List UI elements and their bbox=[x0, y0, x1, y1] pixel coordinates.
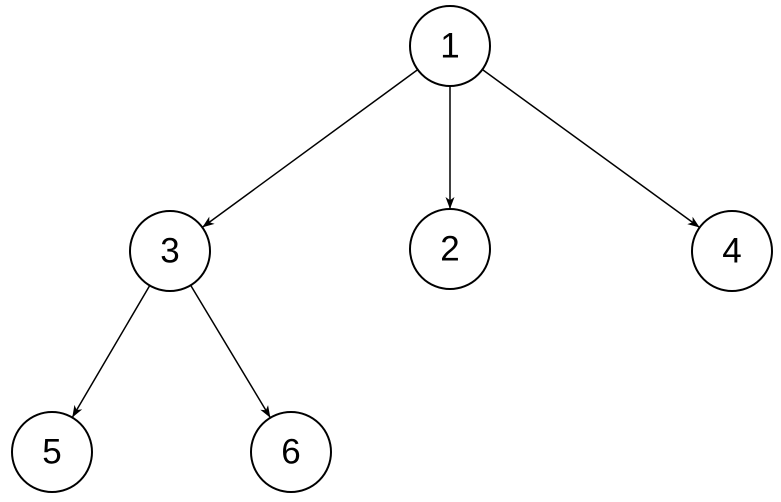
tree-node-2: 2 bbox=[409, 208, 491, 290]
tree-node-circle-2 bbox=[409, 208, 491, 290]
tree-node-5: 5 bbox=[11, 411, 93, 493]
edge-3-6 bbox=[189, 284, 272, 419]
tree-node-circle-3 bbox=[129, 210, 211, 292]
tree-node-circle-6 bbox=[250, 411, 332, 493]
tree-node-label-4: 4 bbox=[722, 232, 741, 271]
edge-1-3 bbox=[201, 69, 419, 228]
tree-node-label-6: 6 bbox=[281, 433, 300, 472]
edge-3-5 bbox=[71, 285, 151, 418]
tree-node-circle-1 bbox=[409, 5, 491, 87]
tree-node-6: 6 bbox=[250, 411, 332, 493]
tree-node-label-5: 5 bbox=[42, 433, 61, 472]
nodes-layer: 1 3 2 4 5 6 bbox=[11, 5, 773, 493]
tree-node-circle-5 bbox=[11, 411, 93, 493]
tree-node-label-1: 1 bbox=[440, 27, 459, 66]
tree-node-1: 1 bbox=[409, 5, 491, 87]
tree-node-label-2: 2 bbox=[440, 230, 459, 269]
tree-node-4: 4 bbox=[691, 210, 773, 292]
tree-node-label-3: 3 bbox=[160, 232, 179, 271]
edge-1-4 bbox=[481, 68, 701, 229]
edges-layer bbox=[71, 68, 701, 419]
tree-node-circle-4 bbox=[691, 210, 773, 292]
tree-node-3: 3 bbox=[129, 210, 211, 292]
